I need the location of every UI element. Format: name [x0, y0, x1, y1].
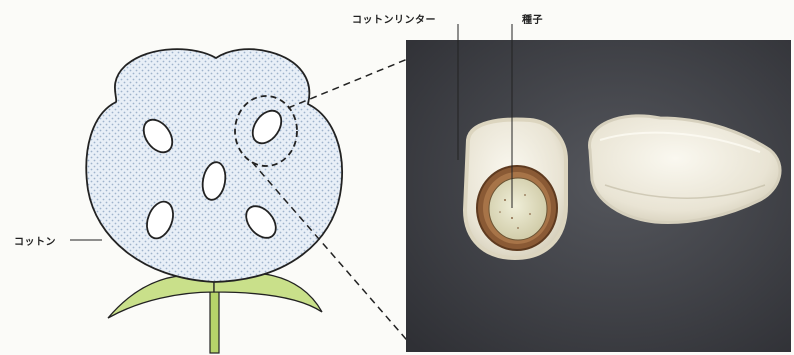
cotton-label: コットン	[14, 237, 56, 248]
seed-shape	[142, 118, 174, 154]
cotton-seed-photo	[406, 24, 791, 352]
cotton-tuft	[588, 114, 782, 225]
seed-shape	[146, 200, 174, 240]
seed-kernel	[488, 177, 548, 241]
seed-shape	[245, 205, 277, 239]
leaf-left	[107, 274, 215, 319]
cotton-linter-label: コットンリンター	[352, 15, 436, 26]
dashed-leader-line	[251, 161, 413, 347]
cotton-boll-illustration	[70, 48, 343, 354]
seed-label: 種子	[522, 15, 543, 26]
dashed-leader-line	[287, 57, 411, 109]
seed-shape	[201, 161, 227, 201]
seed-cross-section	[462, 117, 568, 261]
dashed-circle-icon	[234, 95, 298, 167]
seed-shape	[251, 109, 283, 145]
